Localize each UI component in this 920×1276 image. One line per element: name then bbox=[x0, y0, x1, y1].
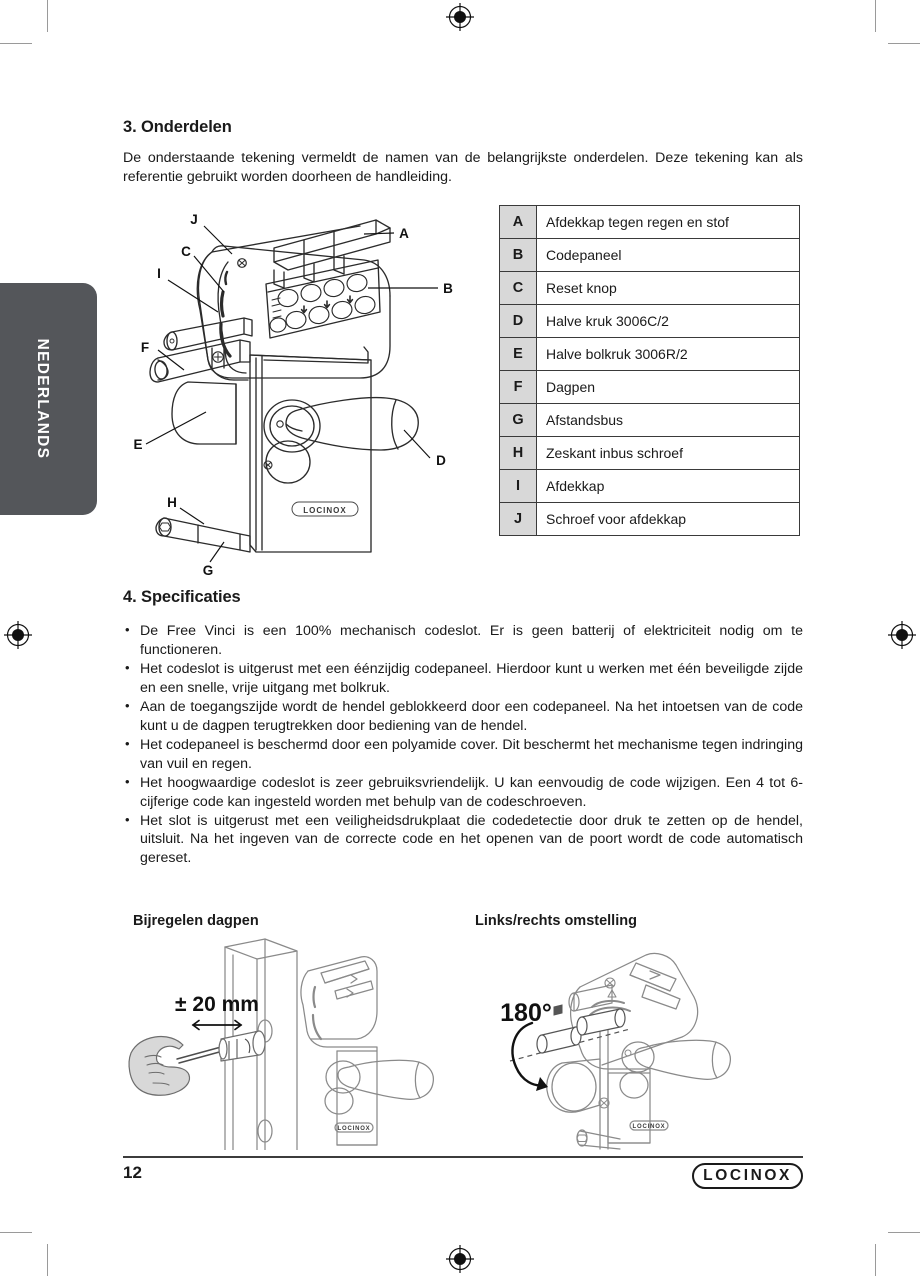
crop-mark-top-left-horizontal bbox=[0, 43, 32, 44]
registration-mark-top bbox=[445, 2, 475, 32]
intro-paragraph: De onderstaande tekening vermeldt de nam… bbox=[123, 150, 803, 185]
table-row: J Schroef voor afdekkap bbox=[499, 502, 800, 536]
callout-f: F bbox=[141, 340, 149, 355]
part-key: H bbox=[499, 436, 537, 470]
part-key: E bbox=[499, 337, 537, 371]
parts-table-body: A Afdekkap tegen regen en stof B Codepan… bbox=[499, 205, 800, 536]
part-value: Zeskant inbus schroef bbox=[536, 436, 800, 470]
crop-mark-bottom-right-vertical bbox=[875, 1244, 876, 1276]
part-key: D bbox=[499, 304, 537, 338]
registration-mark-left bbox=[3, 620, 33, 650]
page-title-onderdelen: 3. Onderdelen bbox=[123, 118, 232, 136]
part-value: Dagpen bbox=[536, 370, 800, 404]
table-row: D Halve kruk 3006C/2 bbox=[499, 304, 800, 338]
table-row: I Afdekkap bbox=[499, 469, 800, 503]
list-item: Het hoogwaardige codeslot is zeer gebrui… bbox=[123, 773, 803, 812]
part-value: Halve bolkruk 3006R/2 bbox=[536, 337, 800, 371]
language-tab-nederlands: NEDERLANDS bbox=[0, 283, 97, 515]
callout-d: D bbox=[436, 453, 446, 468]
rotation-label-180: 180° bbox=[500, 999, 552, 1027]
list-item: De Free Vinci is een 100% mechanisch cod… bbox=[123, 621, 803, 660]
table-row: G Afstandsbus bbox=[499, 403, 800, 437]
part-value: Reset knop bbox=[536, 271, 800, 305]
part-value: Afdekkap tegen regen en stof bbox=[536, 205, 800, 239]
parts-legend-table: A Afdekkap tegen regen en stof B Codepan… bbox=[499, 205, 800, 536]
part-value: Halve kruk 3006C/2 bbox=[536, 304, 800, 338]
part-key: G bbox=[499, 403, 537, 437]
part-key: J bbox=[499, 502, 537, 536]
part-value: Afstandsbus bbox=[536, 403, 800, 437]
part-value: Afdekkap bbox=[536, 469, 800, 503]
callout-a: A bbox=[399, 226, 409, 241]
registration-mark-bottom bbox=[445, 1244, 475, 1274]
table-row: H Zeskant inbus schroef bbox=[499, 436, 800, 470]
part-value: Schroef voor afdekkap bbox=[536, 502, 800, 536]
figure-heading-links-rechts-omstelling: Links/rechts omstelling bbox=[475, 913, 637, 929]
figure-left-body-logo: LOCINOX bbox=[338, 1126, 371, 1132]
callout-b: B bbox=[443, 281, 453, 296]
crop-mark-top-left-vertical bbox=[47, 0, 48, 32]
crop-mark-bottom-right-horizontal bbox=[888, 1232, 920, 1233]
part-key: F bbox=[499, 370, 537, 404]
figure-links-rechts-omstelling: 180° LOCINOX bbox=[470, 935, 810, 1150]
list-item: Het slot is uitgerust met een veiligheid… bbox=[123, 811, 803, 869]
registration-mark-right bbox=[887, 620, 917, 650]
brand-logo-locinox: LOCINOX bbox=[692, 1163, 803, 1190]
table-row: B Codepaneel bbox=[499, 238, 800, 272]
part-key: C bbox=[499, 271, 537, 305]
callout-h: H bbox=[167, 495, 177, 510]
list-item: Aan de toegangszijde wordt de hendel geb… bbox=[123, 697, 803, 736]
list-item: Het codepaneel is beschermd door een pol… bbox=[123, 735, 803, 774]
dimension-label-20mm: ± 20 mm bbox=[175, 993, 259, 1016]
table-row: F Dagpen bbox=[499, 370, 800, 404]
figure-heading-bijregelen-dagpen: Bijregelen dagpen bbox=[133, 913, 259, 929]
part-key: I bbox=[499, 469, 537, 503]
callout-c: C bbox=[181, 244, 191, 259]
part-key: A bbox=[499, 205, 537, 239]
footer-divider bbox=[123, 1156, 803, 1158]
crop-mark-bottom-left-vertical bbox=[47, 1244, 48, 1276]
page-title-specificaties: 4. Specificaties bbox=[123, 588, 241, 606]
crop-mark-top-right-vertical bbox=[875, 0, 876, 32]
figure-bijregelen-dagpen: ± 20 mm LOCINOX bbox=[125, 935, 465, 1150]
figure-right-body-logo: LOCINOX bbox=[633, 1124, 666, 1130]
table-row: A Afdekkap tegen regen en stof bbox=[499, 205, 800, 239]
table-row: C Reset knop bbox=[499, 271, 800, 305]
crop-mark-top-right-horizontal bbox=[888, 43, 920, 44]
language-tab-label: NEDERLANDS bbox=[33, 338, 51, 460]
part-key: B bbox=[499, 238, 537, 272]
part-value: Codepaneel bbox=[536, 238, 800, 272]
callout-g: G bbox=[203, 563, 214, 578]
callout-j: J bbox=[190, 212, 198, 227]
specifications-list: De Free Vinci is een 100% mechanisch cod… bbox=[123, 621, 803, 869]
page-number: 12 bbox=[123, 1163, 142, 1182]
diagram-body-logo: LOCINOX bbox=[303, 506, 346, 515]
callout-i: I bbox=[157, 266, 161, 281]
list-item: Het codeslot is uitgerust met een éénzij… bbox=[123, 659, 803, 698]
callout-e: E bbox=[133, 437, 142, 452]
table-row: E Halve bolkruk 3006R/2 bbox=[499, 337, 800, 371]
crop-mark-bottom-left-horizontal bbox=[0, 1232, 32, 1233]
exploded-parts-diagram: LOCINOX bbox=[128, 200, 478, 580]
